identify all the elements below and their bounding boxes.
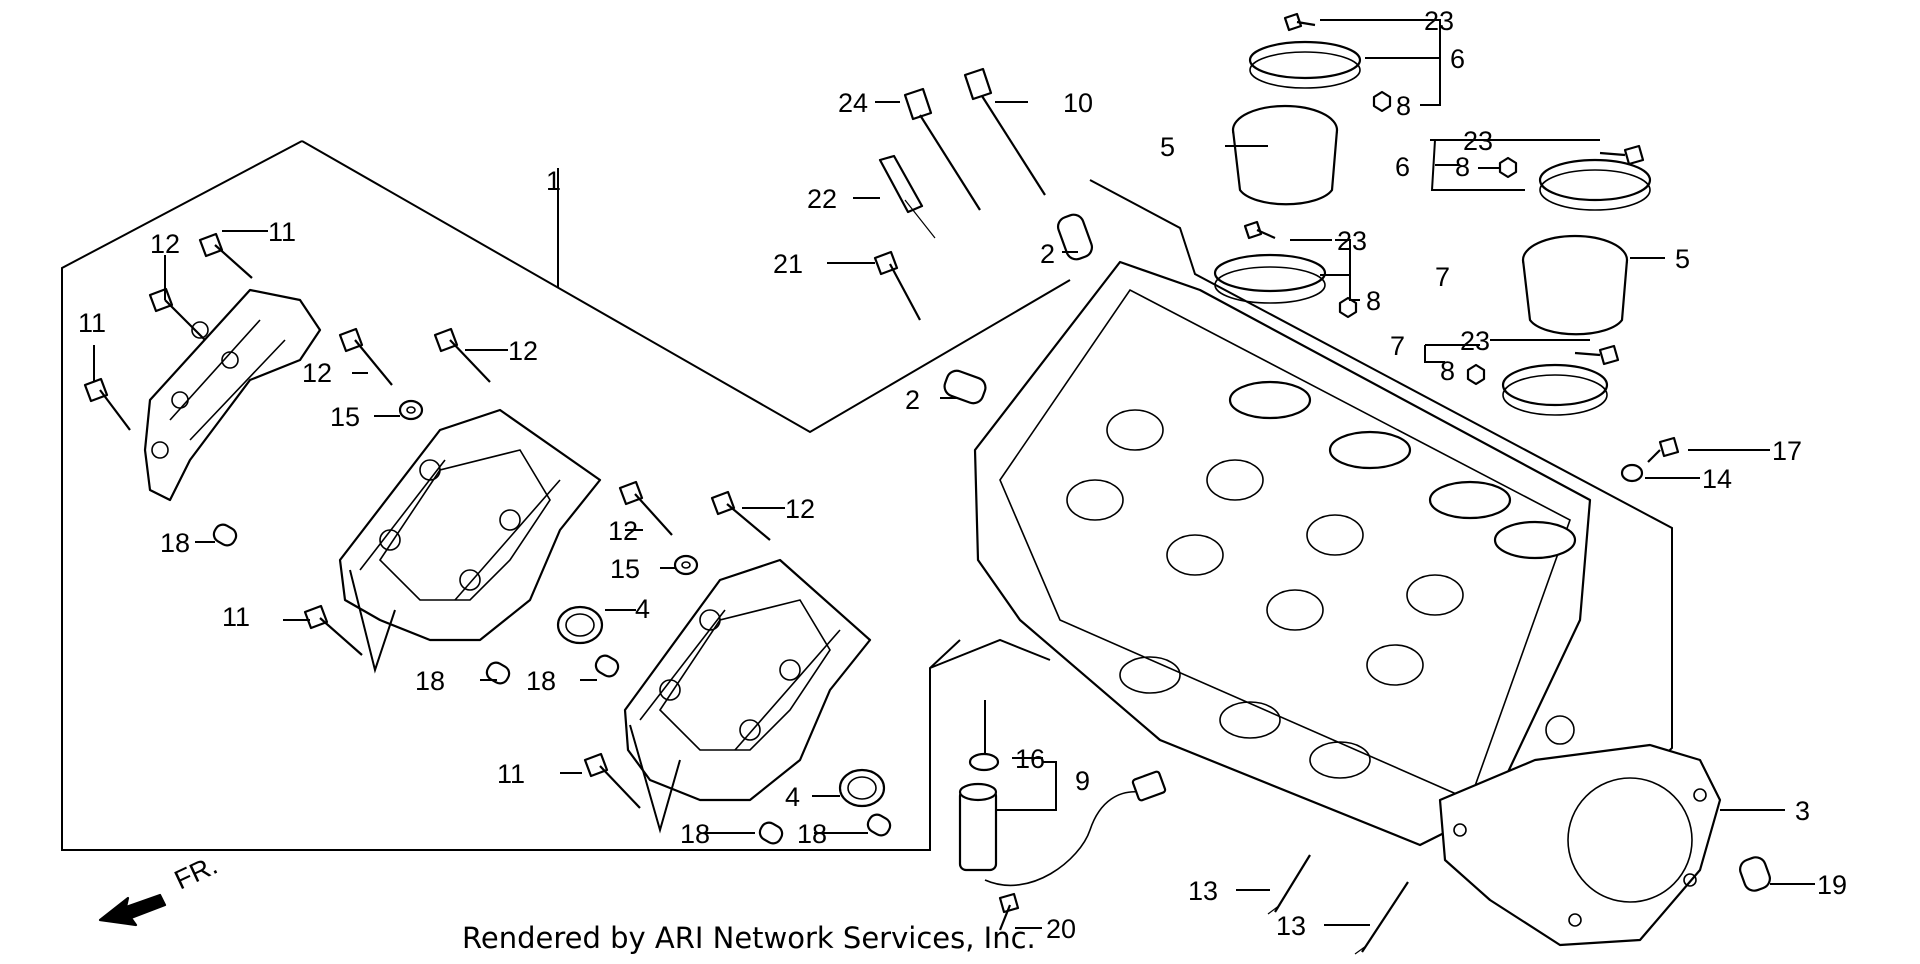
- front-cylinder-head-cover: [623, 558, 872, 802]
- callout-21: 21: [773, 249, 803, 279]
- callout-19: 19: [1817, 870, 1847, 900]
- cylinder-head: [973, 260, 1592, 847]
- callout-12: 12: [608, 516, 638, 546]
- callout-4: 4: [785, 782, 800, 812]
- callout-6: 6: [1395, 152, 1410, 182]
- callout-5: 5: [1675, 244, 1690, 274]
- sealing-washer-bolt-icon: [1620, 436, 1680, 483]
- callout-24: 24: [838, 88, 868, 118]
- callout-18: 18: [526, 666, 556, 696]
- leader-lines: [93, 19, 1815, 929]
- callout-15: 15: [610, 554, 640, 584]
- credit-footer: Rendered by ARI Network Services, Inc.: [462, 921, 1036, 955]
- callout-8: 8: [1396, 91, 1411, 121]
- callout-11: 11: [222, 602, 250, 632]
- front-marker-label: FR.: [170, 850, 222, 896]
- callout-7: 7: [1390, 331, 1405, 361]
- bolt-icon: [83, 232, 771, 809]
- callout-12: 12: [508, 336, 538, 366]
- callout-15: 15: [330, 402, 360, 432]
- callout-13: 13: [1188, 876, 1218, 906]
- callout-labels: 1 2 2 3 4 4 5 5 6 6 7 7 8 8 8 8 9 10 11 …: [78, 6, 1847, 944]
- callout-23: 23: [1424, 6, 1454, 36]
- callout-8: 8: [1366, 286, 1381, 316]
- callout-20: 20: [1046, 914, 1076, 944]
- callout-12: 12: [150, 229, 180, 259]
- callout-10: 10: [1063, 88, 1093, 118]
- spark-plug-icon: [878, 87, 981, 239]
- callout-18: 18: [797, 819, 827, 849]
- callout-18: 18: [160, 528, 190, 558]
- callout-16: 16: [1015, 744, 1045, 774]
- gasket-dowel-icon: [1739, 856, 1771, 892]
- callout-2: 2: [905, 385, 920, 415]
- callout-23: 23: [1460, 326, 1490, 356]
- callout-14: 14: [1702, 464, 1732, 494]
- callout-3: 3: [1795, 796, 1810, 826]
- callout-11: 11: [78, 308, 106, 338]
- callout-2: 2: [1040, 239, 1055, 269]
- callout-11: 11: [497, 759, 525, 789]
- callout-6: 6: [1450, 44, 1465, 74]
- o-ring-lower: [838, 768, 886, 808]
- stud-bolt-icon: [873, 67, 1046, 321]
- callout-12: 12: [785, 494, 815, 524]
- callout-1: 1: [546, 166, 561, 196]
- callout-5: 5: [1160, 132, 1175, 162]
- callout-11: 11: [268, 217, 296, 247]
- callout-22: 22: [807, 184, 837, 214]
- callout-4: 4: [635, 594, 650, 624]
- callout-18: 18: [415, 666, 445, 696]
- stud-icon: [1267, 854, 1409, 955]
- callout-23: 23: [1337, 226, 1367, 256]
- insulator-icon: [1231, 104, 1629, 336]
- callout-9: 9: [1075, 766, 1090, 796]
- dowel-pin-icon: [212, 523, 892, 845]
- front-direction-marker: FR.: [98, 850, 222, 927]
- insulator-band-icon: [1213, 40, 1652, 416]
- washer-icon: [398, 399, 699, 576]
- callout-7: 7: [1435, 262, 1450, 292]
- band-screw-icon: [1243, 12, 1645, 386]
- cam-pulse-sensor: [958, 752, 1167, 931]
- callout-8: 8: [1455, 152, 1470, 182]
- rear-camshaft-holder: [143, 288, 322, 502]
- o-ring-upper: [556, 605, 604, 645]
- rear-cylinder-head-cover: [338, 408, 602, 642]
- callout-13: 13: [1276, 911, 1306, 941]
- frame-rear-head-group: [61, 140, 1071, 851]
- callout-8: 8: [1440, 356, 1455, 386]
- callout-23: 23: [1463, 126, 1493, 156]
- head-gasket: [1438, 743, 1722, 947]
- dowel-collar-icon: [943, 213, 1094, 405]
- callout-17: 17: [1772, 436, 1802, 466]
- callout-12: 12: [302, 358, 332, 388]
- callout-18: 18: [680, 819, 710, 849]
